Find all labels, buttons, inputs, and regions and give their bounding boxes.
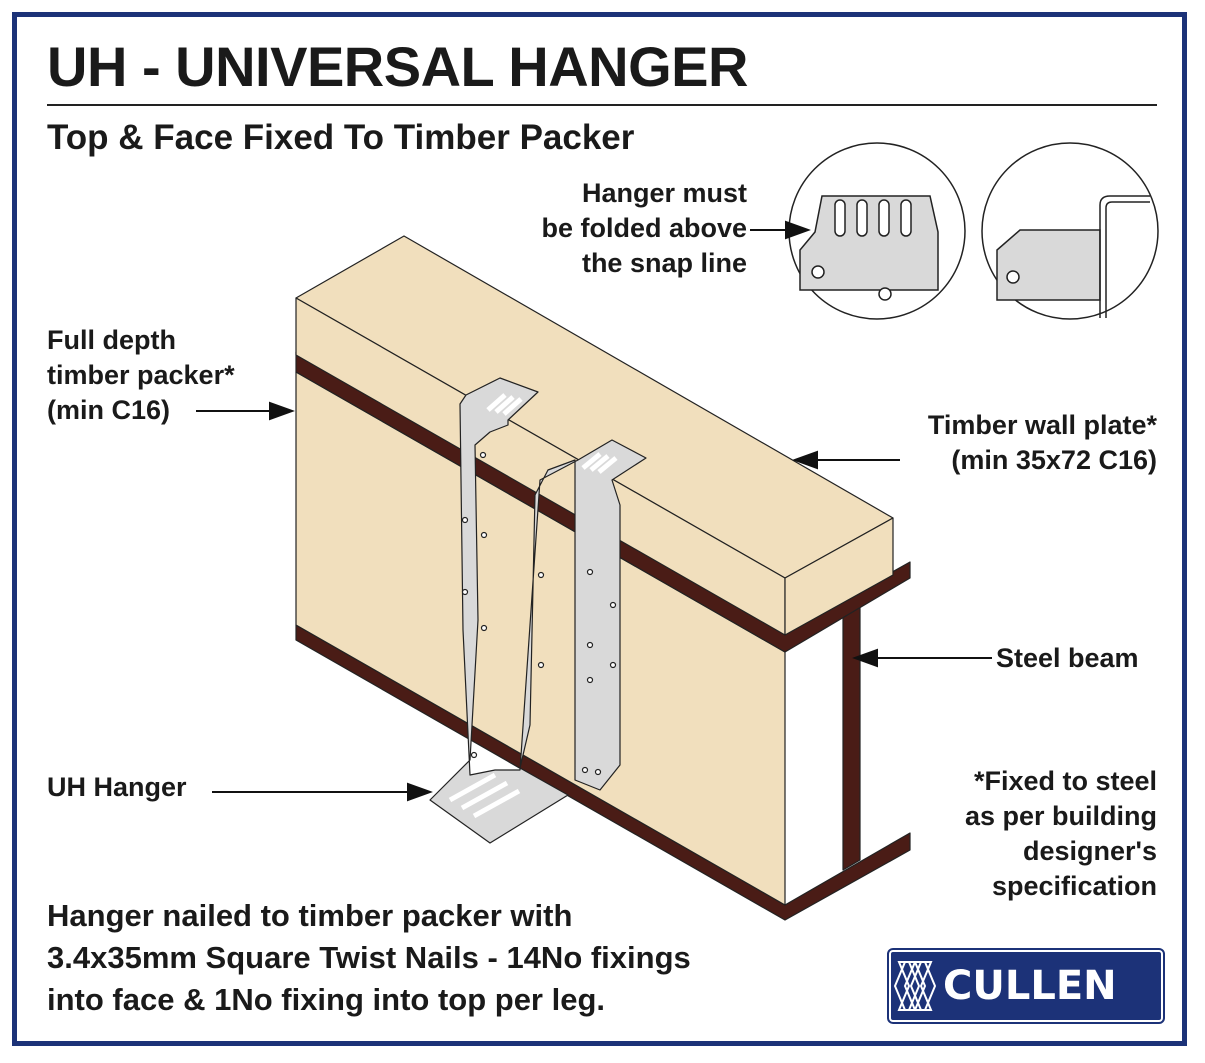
callout-arrows [196, 220, 992, 802]
fold-detail-circle [788, 142, 966, 320]
uh-hanger-left [429, 377, 647, 844]
side-detail-circle [981, 142, 1159, 320]
hanger-label: UH Hanger [47, 772, 187, 802]
steel-beam-label: Steel beam [996, 643, 1139, 673]
chevron-left-icon [893, 961, 933, 1011]
cullen-logo: CULLEN [887, 948, 1165, 1024]
border-frame [12, 12, 1187, 1046]
title-divider [47, 104, 1157, 106]
logo-text: CULLEN [943, 963, 1117, 1009]
wall-plate-label: Timber wall plate*(min 35x72 C16) [927, 410, 1157, 475]
wall-plate-end [784, 517, 894, 636]
subtitle: Top & Face Fixed To Timber Packer [47, 118, 635, 157]
steel-web [842, 601, 861, 871]
page-title: UH - UNIVERSAL HANGER [47, 35, 748, 98]
